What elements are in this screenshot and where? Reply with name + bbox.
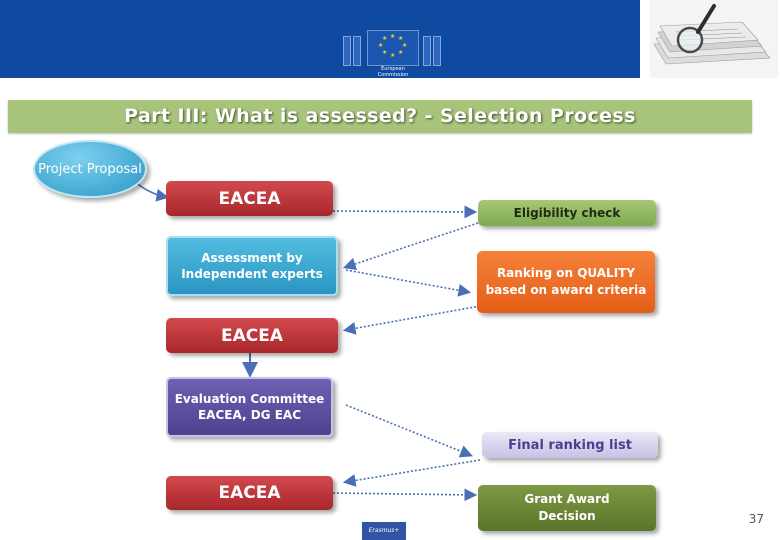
ranking-node: Ranking on QUALITY based on award criter… bbox=[477, 251, 655, 313]
logo-column bbox=[423, 36, 431, 66]
evaluation-node: Evaluation Committee EACEA, DG EAC bbox=[166, 377, 333, 437]
connector-ranking-eacea bbox=[342, 305, 481, 335]
connector-eligibility-assessment bbox=[342, 222, 479, 271]
eacea-node-1: EACEA bbox=[166, 181, 333, 216]
assessment-label: Assessment by Independent experts bbox=[181, 251, 323, 281]
eacea-label: EACEA bbox=[220, 325, 283, 346]
final-ranking-list-node: Final ranking list bbox=[482, 432, 658, 458]
eu-flag-icon: ★ ★ ★ ★ ★ ★ ★ ★ bbox=[367, 30, 419, 66]
erasmus-label: Erasmus+ bbox=[368, 527, 400, 534]
final-ranking-label: Final ranking list bbox=[508, 437, 632, 453]
connector-assessment-ranking bbox=[345, 269, 472, 297]
page-title: Part III: What is assessed? - Selection … bbox=[124, 105, 636, 127]
assessment-node: Assessment by Independent experts bbox=[166, 236, 338, 296]
page-number: 37 bbox=[748, 512, 764, 526]
newspaper-magnifier-image bbox=[650, 0, 778, 78]
ranking-label: Ranking on QUALITY based on award criter… bbox=[485, 266, 647, 297]
eligibility-check-node: Eligibility check bbox=[478, 200, 656, 226]
connector-eacea-eligibility bbox=[332, 205, 478, 219]
header-band: ★ ★ ★ ★ ★ ★ ★ ★ European Commission bbox=[0, 0, 640, 78]
connector-proposal-eacea bbox=[134, 181, 170, 202]
european-commission-logo: ★ ★ ★ ★ ★ ★ ★ ★ European Commission bbox=[343, 30, 441, 78]
project-proposal-label: Project Proposal bbox=[38, 161, 142, 177]
eacea-node-3: EACEA bbox=[166, 476, 333, 510]
logo-column bbox=[343, 36, 351, 66]
eacea-node-2: EACEA bbox=[166, 318, 338, 353]
logo-label: European Commission bbox=[363, 66, 423, 78]
eacea-label: EACEA bbox=[218, 188, 281, 209]
eligibility-label: Eligibility check bbox=[513, 206, 621, 220]
title-bar: Part III: What is assessed? - Selection … bbox=[8, 100, 752, 133]
grant-award-label: Grant Award Decision bbox=[524, 492, 610, 523]
evaluation-label: Evaluation Committee EACEA, DG EAC bbox=[174, 392, 325, 422]
logo-label-line1: European bbox=[381, 66, 405, 72]
logo-column bbox=[433, 36, 441, 66]
connector-final-eacea bbox=[342, 459, 481, 487]
erasmus-logo: Erasmus+ bbox=[362, 522, 406, 540]
logo-label-line2: Commission bbox=[377, 72, 409, 78]
eacea-label: EACEA bbox=[218, 483, 281, 503]
connector-evaluation-final bbox=[345, 404, 473, 458]
logo-column bbox=[353, 36, 361, 66]
project-proposal-node: Project Proposal bbox=[33, 140, 147, 198]
connector-eacea-grant bbox=[332, 488, 478, 502]
grant-award-node: Grant Award Decision bbox=[478, 485, 656, 531]
